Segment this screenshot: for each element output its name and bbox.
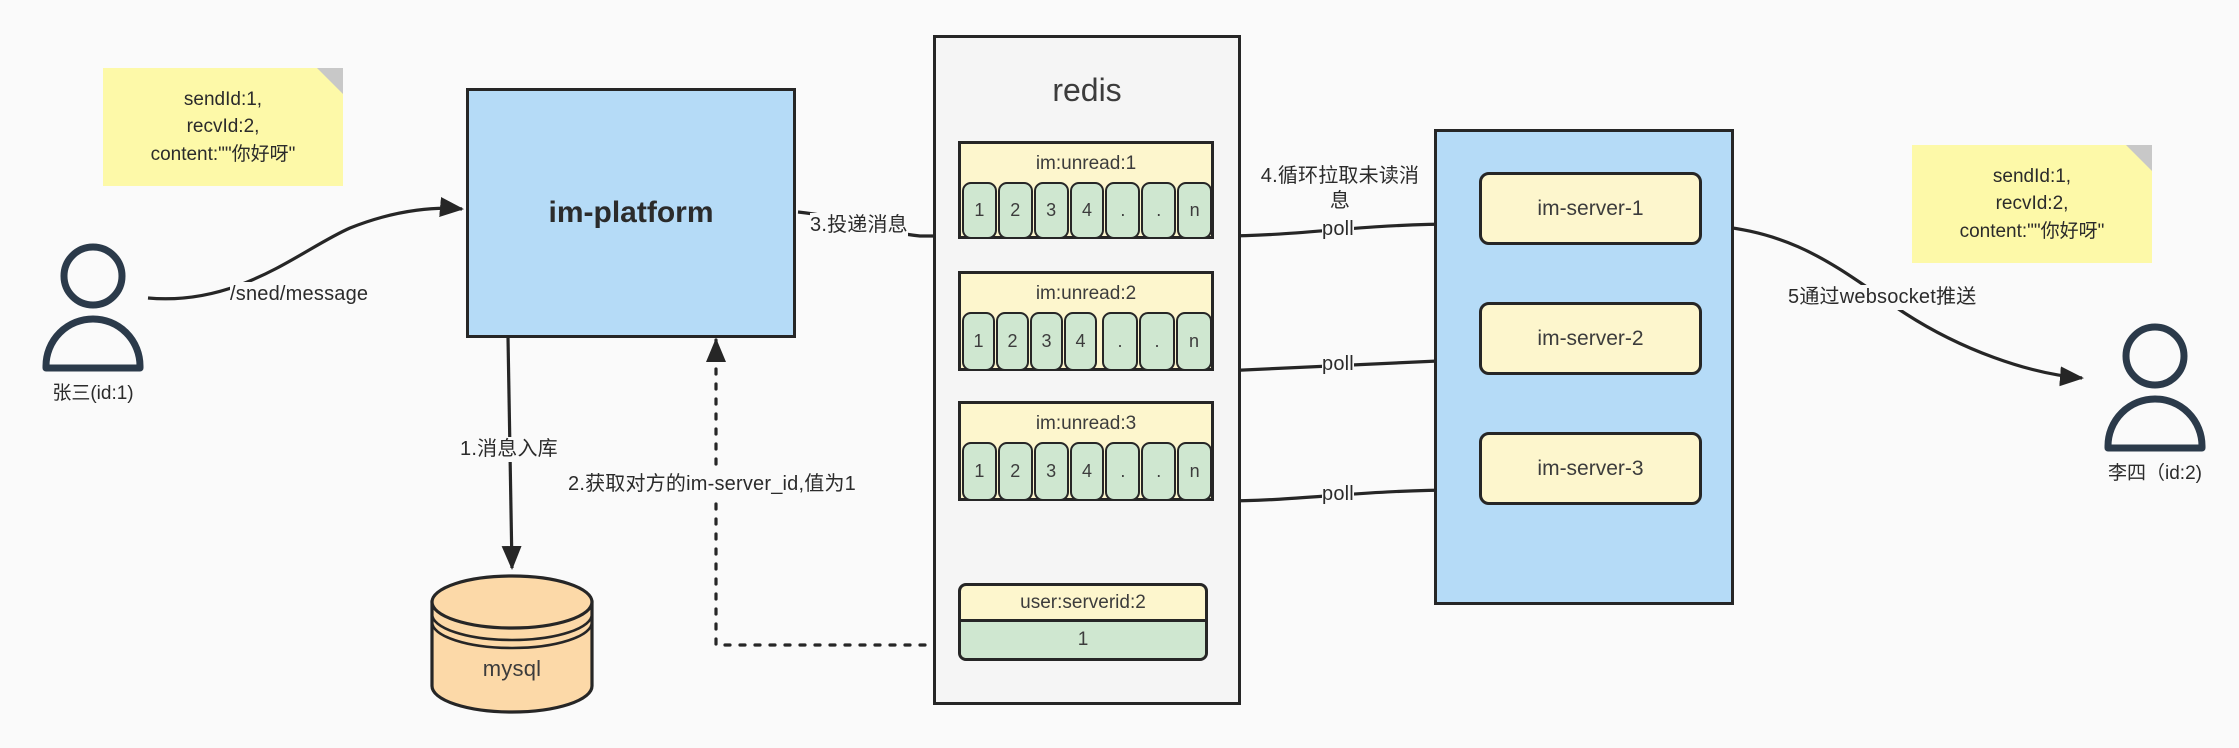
redis-list-key: im:unread:2 [1035,283,1137,304]
node-im-server-2-label: im-server-2 [1537,326,1644,350]
sender-actor-label: 张三(id:1) [52,383,134,404]
redis-list-cells: 1 2 3 4 . . n [962,182,1213,239]
note-left-line2: recvId:2, [186,116,260,138]
redis-cell: . [1102,312,1138,371]
redis-cell: . [1105,182,1141,239]
redis-cell: . [1105,442,1141,501]
redis-title: redis [1052,72,1122,108]
node-im-platform-label: im-platform [548,196,714,229]
redis-cell: n [1177,442,1213,501]
note-right-line2: recvId:2, [1995,193,2069,215]
redis-cell: 2 [996,312,1029,371]
node-im-server-3-label: im-server-3 [1537,456,1644,480]
redis-cell: 2 [997,182,1033,239]
node-im-server-3[interactable]: im-server-3 [1479,432,1702,505]
redis-cell: 3 [1033,442,1069,501]
node-redis-container: redis im:unread:1 1 2 3 4 . . n im:unrea… [933,35,1241,705]
note-left-line1: sendId:1, [183,88,263,110]
redis-cell: 4 [1064,312,1097,371]
edge-label-step5: 5通过websocket推送 [1788,285,1977,310]
note-fold-corner-icon [2126,145,2152,171]
redis-list-cells: 1 2 3 4 . . n [962,442,1213,501]
redis-kv-user-serverid: user:serverid:2 1 [958,583,1208,661]
edge-label-poll-3: poll [1322,482,1354,507]
edge-label-step4: 4.循环拉取未读消息 [1255,164,1425,214]
node-im-server-1[interactable]: im-server-1 [1479,172,1702,245]
node-im-server-cluster: im-server-1 im-server-2 im-server-3 [1434,129,1734,605]
redis-cell: n [1176,312,1212,371]
redis-list-key: im:unread:1 [1035,153,1137,174]
redis-list-cells: 1 2 3 4 . . n [962,312,1212,371]
receiver-actor-label: 李四（id:2) [2108,463,2202,484]
sticky-note-left: sendId:1, recvId:2, content:""你好呀" [103,68,343,186]
note-right-line1: sendId:1, [1992,165,2072,187]
redis-kv-value: 1 [961,622,1205,658]
redis-list-key: im:unread:3 [1035,413,1137,434]
redis-list-im-unread-2: im:unread:2 1 2 3 4 . . n [958,271,1214,371]
redis-cell: 2 [997,442,1033,501]
edge-label-step2: 2.获取对方的im-server_id,值为1 [568,472,856,497]
redis-cell: . [1139,312,1175,371]
redis-cell: n [1177,182,1213,239]
redis-cell: 1 [962,312,995,371]
edge-label-send-message: /sned/message [230,282,369,307]
sticky-note-right: sendId:1, recvId:2, content:""你好呀" [1912,145,2152,263]
redis-list-im-unread-3: im:unread:3 1 2 3 4 . . n [958,401,1214,501]
redis-kv-key: user:serverid:2 [961,586,1205,622]
edge-label-step1: 1.消息入库 [460,437,558,462]
edge-redis-to-platform-dotted [706,338,957,647]
edge-sender-to-platform [147,197,464,301]
node-im-platform[interactable]: im-platform [466,88,796,338]
redis-cell: 1 [962,442,997,501]
node-im-server-2[interactable]: im-server-2 [1479,302,1702,375]
note-right-line3: content:""你好呀" [1959,220,2105,242]
node-mysql-label: mysql [482,656,542,681]
edge-label-poll-2: poll [1322,352,1354,377]
note-left-line3: content:""你好呀" [150,143,296,165]
redis-cell: 4 [1069,182,1105,239]
redis-cell: 3 [1030,312,1063,371]
node-im-server-1-label: im-server-1 [1537,196,1644,220]
edge-label-poll-1: poll [1322,217,1354,242]
redis-cell: 1 [962,182,997,239]
edge-label-step3: 3.投递消息 [810,213,908,238]
redis-list-im-unread-1: im:unread:1 1 2 3 4 . . n [958,141,1214,239]
redis-cell: 4 [1069,442,1105,501]
redis-cell: . [1141,442,1177,501]
redis-cell: . [1141,182,1177,239]
redis-cell: 3 [1033,182,1069,239]
note-fold-corner-icon [317,68,343,94]
